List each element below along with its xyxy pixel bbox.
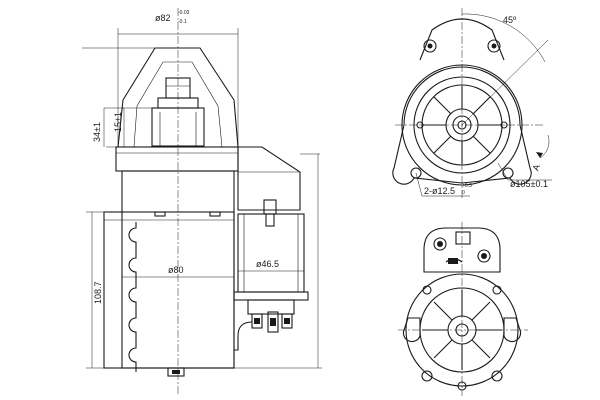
field-wire [234,321,253,351]
dim-holes-tol-upper: +0.3 [462,183,472,189]
dim-pinion-label: 15±1 [113,112,123,132]
lug-hole [487,39,501,53]
housing-inner [413,76,511,174]
terminal [281,313,293,329]
rear-bolt [492,285,502,295]
lever-housing [237,146,301,211]
dim-angle-label: 45º [503,15,517,25]
mounting-hole [502,167,514,179]
rotation-arrow-head [536,152,543,158]
rear-housing-outer [405,273,519,387]
rotation-arc [539,134,550,159]
rear-shaft [455,323,469,337]
rear-bolt [457,381,467,391]
side-view: ø82 -0.03 -0.1 15±1 34±1 108.7 ø80 ø46.5 [82,8,322,394]
terminal [267,311,279,333]
rear-bearing [167,367,185,377]
mounting-flange [115,146,239,172]
dim-top-dia-label: ø82 [155,13,171,23]
leader-pilot [497,162,509,181]
shaft-center [457,120,467,130]
terminal [251,313,263,329]
dim-body-label: ø80 [168,265,184,275]
top-lug [419,18,505,61]
mounting-hole [410,167,422,179]
rotation-mark-label: A [530,163,541,172]
terminal-block [247,299,295,315]
terminal-nut [270,318,276,326]
rear-ribs [422,290,502,370]
dim-top-dia-tol-upper: -0.03 [178,10,190,16]
rear-bolt [422,285,432,295]
rear-bearing-fill [172,370,180,374]
housing-outer [401,64,523,186]
lug-hole-fill [491,43,497,49]
dim-pilot-label: ø105±0.1 [510,179,548,189]
mounting-flange-outline [392,66,532,185]
solenoid-rear [423,227,501,273]
front-view: 45º A 2-ø12.5 +0.3 0 ø105±0.1 [392,8,552,200]
yoke-slot [154,211,166,217]
solenoid-top-bolt [263,199,277,215]
rear-bolt [491,370,503,382]
lug-hole-fill [427,43,433,49]
angle-line [461,39,549,126]
leader-holes [415,172,423,197]
solenoid-top-stud [265,213,275,227]
housing-pilot [421,84,503,166]
drive-housing-inner [133,61,223,148]
dim-holes-label: 2-ø12.5 [424,186,455,196]
yoke-slot [209,211,221,217]
solenoid-terminal [477,249,491,263]
terminal-nut [254,318,260,324]
bolt-hole [416,121,424,129]
rear-view [398,222,528,396]
rear-bolt [421,370,433,382]
solenoid-wire-clip [448,258,458,264]
solenoid-terminal-fill [481,253,487,259]
solenoid-terminal-fill [437,241,443,247]
dim-top-dia-tol-lower: -0.1 [178,19,187,25]
dim-length-label: 108.7 [93,281,103,304]
terminal-nut [284,318,290,324]
dim-holes-tol-lower: 0 [462,190,465,196]
pinion-body [151,107,205,147]
motor-yoke [103,211,235,369]
solenoid-connector [455,231,471,245]
shaft-circle [452,115,472,135]
solenoid-terminal [433,237,447,251]
dim-solenoid-label: ø46.5 [256,259,279,269]
angle-arc [461,13,546,63]
lug-hole [423,39,437,53]
yoke-scallops [128,222,137,372]
solenoid-cap [233,291,309,301]
dim-flange-label: 34±1 [92,122,102,142]
rear-housing-inner [419,287,505,373]
bolt-hole [500,121,508,129]
